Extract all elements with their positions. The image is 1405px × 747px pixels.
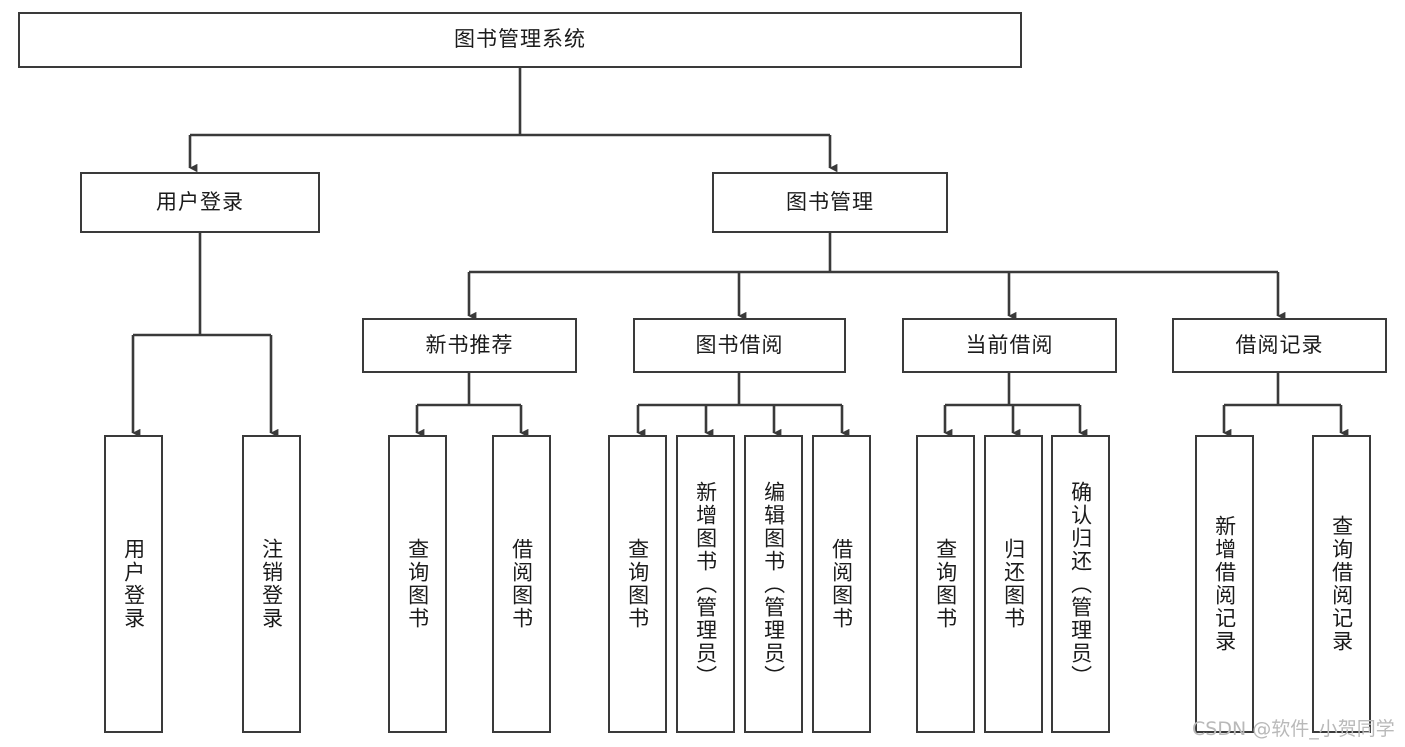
node-label: 新书推荐 bbox=[425, 332, 514, 357]
node-label: 借阅图书 bbox=[829, 538, 854, 630]
leaf-borrow-edit-book-admin[interactable]: 编辑图书（管理员） bbox=[744, 435, 803, 733]
node-label: 借阅图书 bbox=[509, 538, 534, 630]
node-label: 图书借阅 bbox=[695, 332, 784, 357]
watermark-text: CSDN @软件_小贺同学 bbox=[1192, 718, 1395, 740]
node-label: 新增借阅记录 bbox=[1212, 515, 1237, 653]
node-label: 编辑图书（管理员） bbox=[761, 480, 786, 688]
leaf-user-login-logout[interactable]: 注销登录 bbox=[242, 435, 301, 733]
leaf-borrow-borrow-book[interactable]: 借阅图书 bbox=[812, 435, 871, 733]
node-new-book-recommend[interactable]: 新书推荐 bbox=[362, 318, 577, 373]
node-label: 查询图书 bbox=[933, 538, 958, 630]
leaf-records-add-record[interactable]: 新增借阅记录 bbox=[1195, 435, 1254, 733]
node-label: 确认归还（管理员） bbox=[1068, 480, 1093, 688]
leaf-recommend-query-book[interactable]: 查询图书 bbox=[388, 435, 447, 733]
node-label: 用户登录 bbox=[156, 189, 244, 214]
node-label: 图书管理 bbox=[786, 189, 874, 214]
leaf-borrow-query-book[interactable]: 查询图书 bbox=[608, 435, 667, 733]
node-label: 查询图书 bbox=[625, 538, 650, 630]
node-label: 查询图书 bbox=[405, 538, 430, 630]
leaf-current-query-book[interactable]: 查询图书 bbox=[916, 435, 975, 733]
node-label: 用户登录 bbox=[121, 538, 146, 630]
node-borrow-records[interactable]: 借阅记录 bbox=[1172, 318, 1387, 373]
node-user-login[interactable]: 用户登录 bbox=[80, 172, 320, 233]
leaf-borrow-add-book-admin[interactable]: 新增图书（管理员） bbox=[676, 435, 735, 733]
node-label: 图书管理系统 bbox=[454, 27, 586, 52]
node-current-borrow[interactable]: 当前借阅 bbox=[902, 318, 1117, 373]
node-book-management[interactable]: 图书管理 bbox=[712, 172, 948, 233]
leaf-recommend-borrow-book[interactable]: 借阅图书 bbox=[492, 435, 551, 733]
node-root-system[interactable]: 图书管理系统 bbox=[18, 12, 1022, 68]
leaf-records-query-record[interactable]: 查询借阅记录 bbox=[1312, 435, 1371, 733]
node-label: 借阅记录 bbox=[1235, 332, 1324, 357]
node-label: 新增图书（管理员） bbox=[693, 480, 718, 688]
leaf-user-login-login[interactable]: 用户登录 bbox=[104, 435, 163, 733]
node-label: 注销登录 bbox=[259, 538, 284, 630]
node-label: 当前借阅 bbox=[965, 332, 1054, 357]
leaf-current-confirm-return-admin[interactable]: 确认归还（管理员） bbox=[1051, 435, 1110, 733]
leaf-current-return-book[interactable]: 归还图书 bbox=[984, 435, 1043, 733]
node-book-borrow[interactable]: 图书借阅 bbox=[633, 318, 846, 373]
node-label: 归还图书 bbox=[1001, 538, 1026, 630]
node-label: 查询借阅记录 bbox=[1329, 515, 1354, 653]
